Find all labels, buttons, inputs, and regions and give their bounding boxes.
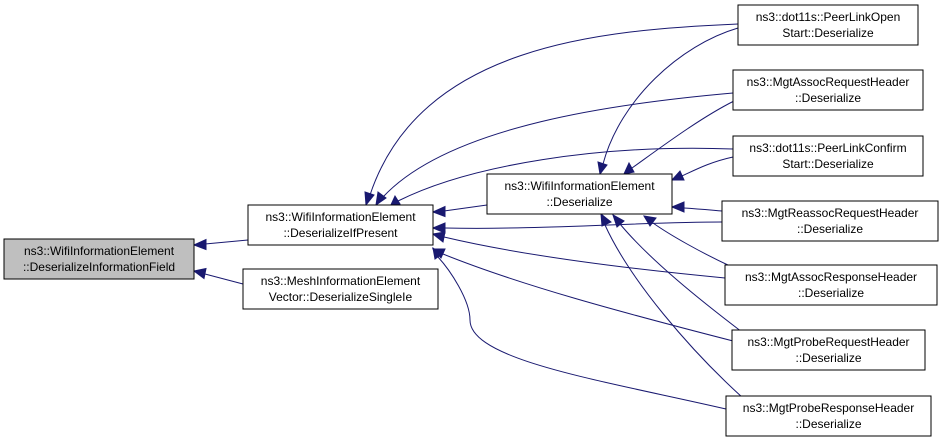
arrowhead-wie_deserialize-to-deser_if_present — [431, 205, 446, 218]
arrowhead-reassoc_req-to-deser_if_present — [431, 222, 446, 234]
node-label-line1: ns3::dot11s::PeerLinkConfirm — [749, 141, 906, 155]
node-label-line2: ::DeserializeInformationField — [23, 260, 175, 274]
edge-peer_confirm-to-wie_deserialize — [681, 156, 734, 177]
node-label-line2: ::Deserialize — [795, 351, 861, 365]
edge-probe_req-to-wie_deserialize — [619, 223, 743, 333]
node-label-line1: ns3::WifiInformationElement — [504, 179, 655, 193]
arrowhead-peer_open-to-deser_if_present — [364, 191, 375, 207]
edge-peer_open-to-deser_if_present — [369, 23, 739, 196]
edge-assoc_resp-to-deser_if_present — [443, 236, 726, 279]
node-label-line1: ns3::MgtProbeRequestHeader — [747, 335, 909, 349]
arrowhead-assoc_resp-to-deser_if_present — [431, 231, 446, 243]
node-deserialize-if-present[interactable]: ns3::WifiInformationElement ::Deserializ… — [247, 204, 434, 246]
node-peer-link-open-deserialize[interactable]: ns3::dot11s::PeerLinkOpen Start::Deseria… — [737, 4, 919, 46]
node-label-line2: Start::Deserialize — [782, 157, 874, 171]
arrowhead-probe_resp-to-deser_if_present — [432, 246, 443, 260]
arrowhead-deser_if_present-to-root — [192, 238, 207, 251]
edge-probe_resp-to-wie_deserialize — [604, 224, 744, 399]
edge-assoc_resp-to-wie_deserialize — [652, 222, 731, 267]
node-label-line2: ::Deserialize — [797, 222, 863, 236]
edges-layer — [192, 23, 744, 410]
node-label-line1: ns3::WifiInformationElement — [265, 210, 416, 224]
node-label-line2: Start::Deserialize — [782, 26, 874, 40]
node-probe-request-deserialize[interactable]: ns3::MgtProbeRequestHeader ::Deserialize — [731, 329, 926, 371]
node-wie-deserialize[interactable]: ns3::WifiInformationElement ::Deserializ… — [486, 173, 673, 215]
node-reassoc-request-deserialize[interactable]: ns3::MgtReassocRequestHeader ::Deseriali… — [721, 200, 939, 242]
edge-mesh_single-to-root — [204, 273, 244, 285]
edge-deser_if_present-to-root — [204, 239, 249, 245]
node-mesh-deserialize-single-ie[interactable]: ns3::MeshInformationElement Vector::Dese… — [242, 268, 439, 310]
node-label-line2: ::Deserialize — [798, 286, 864, 300]
node-assoc-response-deserialize[interactable]: ns3::MgtAssocResponseHeader ::Deserializ… — [724, 264, 938, 306]
node-peer-link-confirm-deserialize[interactable]: ns3::dot11s::PeerLinkConfirm Start::Dese… — [732, 135, 924, 177]
node-label-line1: ns3::dot11s::PeerLinkOpen — [756, 10, 901, 24]
edge-assoc_req-to-wie_deserialize — [631, 100, 735, 169]
arrowhead-peer_confirm-to-wie_deserialize — [670, 170, 685, 181]
node-label-line1: ns3::MeshInformationElement — [261, 274, 421, 288]
arrowhead-probe_req-to-wie_deserialize — [612, 213, 625, 228]
edge-assoc_req-to-deser_if_present — [382, 92, 734, 198]
arrowhead-assoc_req-to-deser_if_present — [375, 191, 387, 207]
arrowhead-assoc_resp-to-wie_deserialize — [643, 215, 657, 227]
edge-probe_resp-to-deser_if_present — [437, 256, 727, 410]
arrowhead-assoc_req-to-wie_deserialize — [623, 161, 635, 175]
edge-probe_req-to-deser_if_present — [442, 253, 738, 343]
node-label-line1: ns3::MgtAssocRequestHeader — [747, 75, 910, 89]
node-label-line1: ns3::MgtReassocRequestHeader — [742, 206, 919, 220]
edge-reassoc_req-to-wie_deserialize — [683, 207, 723, 212]
node-label-line1: ns3::WifiInformationElement — [24, 244, 175, 258]
arrowhead-reassoc_req-to-wie_deserialize — [670, 201, 685, 213]
node-label-line2: ::Deserialize — [546, 195, 612, 209]
node-label-line2: ::Deserialize — [795, 91, 861, 105]
node-label-line1: ns3::MgtAssocResponseHeader — [745, 270, 917, 284]
node-label-line1: ns3::MgtProbeResponseHeader — [743, 401, 914, 415]
node-label-line2: Vector::DeserializeSingleIe — [269, 290, 413, 304]
edge-wie_deserialize-to-deser_if_present — [443, 204, 488, 212]
arrowhead-mesh_single-to-root — [192, 267, 207, 280]
arrowhead-peer_open-to-wie_deserialize — [597, 161, 608, 176]
node-probe-response-deserialize[interactable]: ns3::MgtProbeResponseHeader ::Deserializ… — [725, 395, 932, 437]
node-label-line2: ::DeserializeIfPresent — [283, 226, 398, 240]
node-label-line2: ::Deserialize — [795, 417, 861, 431]
node-assoc-request-deserialize[interactable]: ns3::MgtAssocRequestHeader ::Deserialize — [732, 69, 924, 111]
edge-peer_confirm-to-deser_if_present — [397, 147, 734, 202]
arrowhead-probe_resp-to-wie_deserialize — [600, 212, 612, 227]
edge-peer_open-to-wie_deserialize — [602, 27, 739, 165]
edge-reassoc_req-to-deser_if_present — [444, 221, 723, 229]
node-deserialize-information-field[interactable]: ns3::WifiInformationElement ::Deserializ… — [3, 238, 195, 280]
